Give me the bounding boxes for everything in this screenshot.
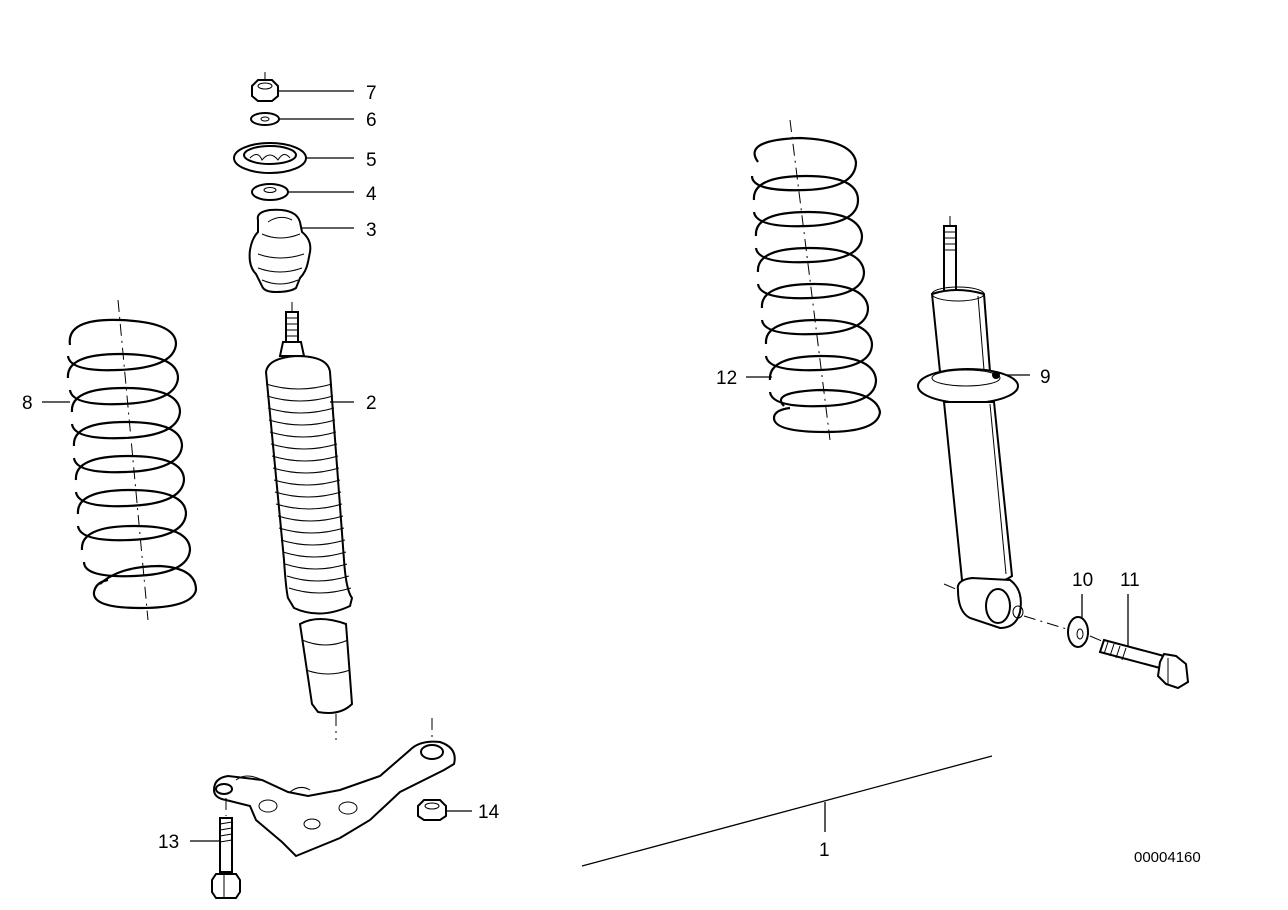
mounting-bracket	[212, 718, 456, 858]
part-8-coil-spring	[66, 299, 198, 621]
part-4-washer	[251, 183, 289, 201]
callout-13: 13	[158, 832, 179, 853]
callout-6: 6	[366, 110, 377, 131]
part-13-bolt	[211, 798, 241, 899]
callout-8: 8	[22, 393, 33, 414]
callout-7: 7	[366, 83, 377, 104]
callout-9: 9	[1040, 367, 1051, 388]
part-5-support-ring	[233, 142, 307, 174]
part-9-shock-absorber	[917, 216, 1071, 631]
callout-10: 10	[1072, 570, 1093, 591]
part-11-bolt	[1098, 638, 1190, 690]
part-1-line	[581, 755, 993, 867]
callout-4: 4	[366, 184, 377, 205]
reference-number: 00004160	[1134, 849, 1201, 866]
callout-1: 1	[819, 840, 830, 861]
part-3-bump-stop	[248, 208, 312, 294]
callout-3: 3	[366, 220, 377, 241]
callout-12: 12	[716, 368, 737, 389]
part-7-nut	[251, 72, 279, 102]
callout-14: 14	[478, 802, 500, 823]
callout-5: 5	[366, 150, 377, 171]
part-12-coil-spring	[750, 119, 882, 441]
part-10-washer	[1067, 616, 1105, 648]
part-2-shock-absorber	[264, 302, 354, 740]
leader-lines	[42, 90, 1129, 842]
callout-2: 2	[366, 393, 377, 414]
part-6-washer	[250, 112, 280, 126]
callout-11: 11	[1120, 570, 1140, 591]
part-14-nut	[417, 799, 447, 821]
